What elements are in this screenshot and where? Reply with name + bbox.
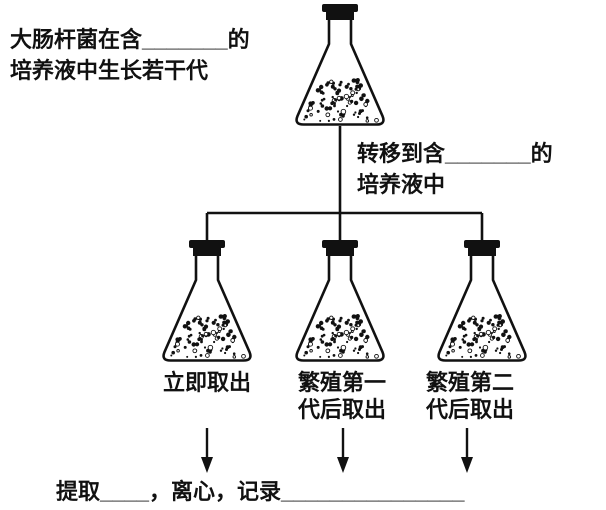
bottom-instruction-text: 提取____，离心，记录_______________ <box>56 479 465 504</box>
transfer-line-1: 转移到含_______的 <box>357 141 553 166</box>
intro-text: 大肠杆菌在含_______的 培养液中生长若干代 <box>10 24 250 86</box>
flask-left <box>162 240 252 362</box>
intro-line-1: 大肠杆菌在含_______的 <box>10 27 250 52</box>
branch-label-generation-2-line-1: 繁殖第二 <box>426 370 515 395</box>
branch-label-immediate-line-1: 立即取出 <box>163 370 252 395</box>
branch-label-generation-1-line-2: 代后取出 <box>298 397 387 422</box>
flask-middle <box>295 240 385 362</box>
branch-label-immediate: 立即取出 <box>163 369 251 396</box>
arrow-left <box>201 428 213 473</box>
flask-right <box>437 240 527 362</box>
transfer-line-2: 培养液中 <box>357 172 446 197</box>
branch-label-generation-2: 繁殖第二 代后取出 <box>426 369 514 423</box>
arrow-right <box>461 428 473 473</box>
intro-line-2: 培养液中生长若干代 <box>10 58 209 83</box>
arrow-middle <box>337 428 349 473</box>
branch-label-generation-1-line-1: 繁殖第一 <box>298 370 387 395</box>
branch-label-generation-1: 繁殖第一 代后取出 <box>298 369 386 423</box>
branch-label-generation-2-line-2: 代后取出 <box>426 397 515 422</box>
transfer-text: 转移到含_______的 培养液中 <box>357 138 553 200</box>
flask-top <box>295 4 385 126</box>
